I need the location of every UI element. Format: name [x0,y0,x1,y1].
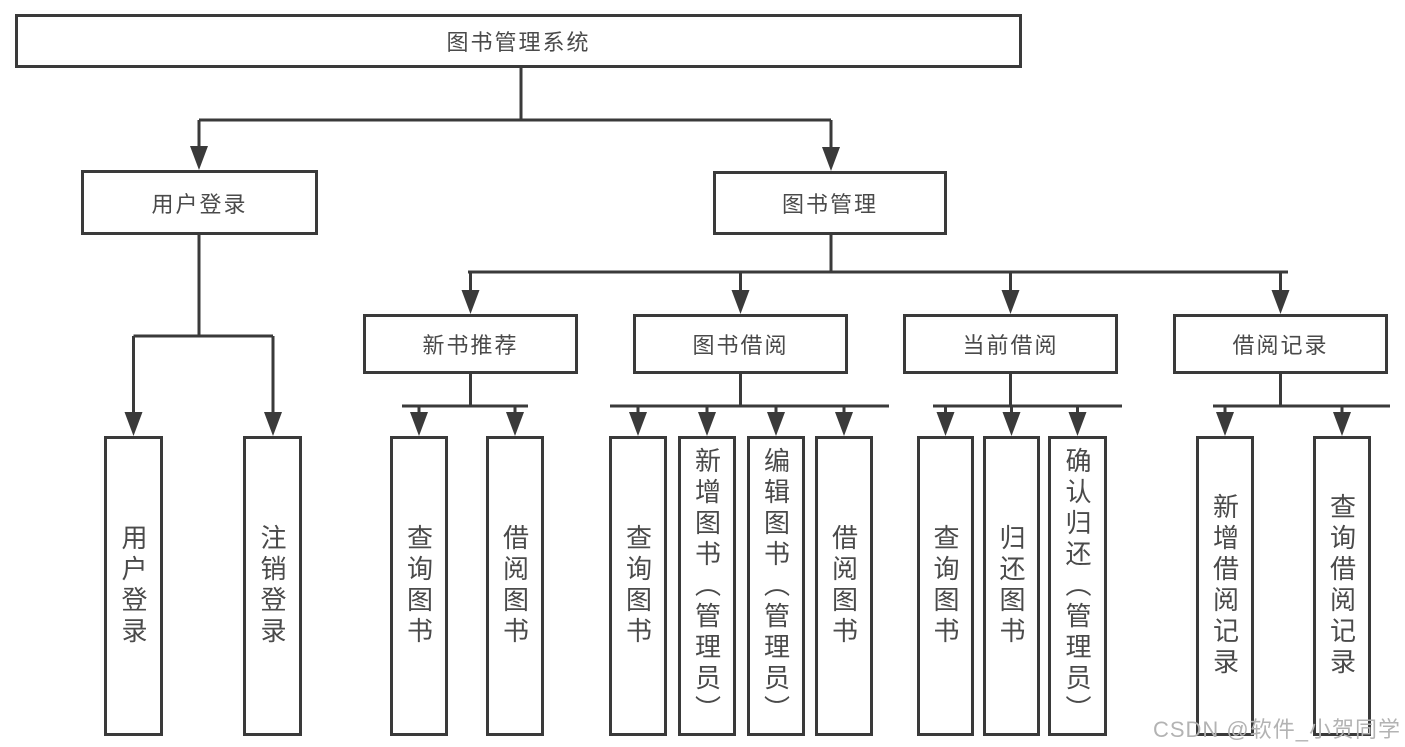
connector-book-management-children [461,235,1290,314]
connector-current-borrow-children [933,374,1122,436]
arrow-down-icon [1333,412,1351,436]
leaf-query-books-borrow: 查询图书 [609,436,667,736]
leaf-borrow-books: 借阅图书 [815,436,873,736]
node-book-management: 图书管理 [713,171,947,235]
node-current-borrow: 当前借阅 [903,314,1118,374]
leaf-add-borrow-record: 新增借阅记录 [1196,436,1254,736]
arrow-down-icon [731,290,750,314]
arrow-down-icon [461,290,480,314]
leaf-return-books: 归还图书 [983,436,1040,736]
node-book-borrow: 图书借阅 [633,314,848,374]
leaf-logout: 注销登录 [243,436,302,736]
arrow-down-icon [835,412,853,436]
leaf-query-borrow-record: 查询借阅记录 [1313,436,1371,736]
arrow-down-icon [1002,412,1021,436]
leaf-add-book-admin: 新增图书（管理员） [678,436,736,736]
arrow-down-icon [629,412,647,436]
arrow-down-icon [506,412,524,436]
connector-new-book-recommend-children [402,374,528,436]
connector-user-login-children [124,235,282,436]
arrow-down-icon [767,412,785,436]
leaf-user-login: 用户登录 [104,436,163,736]
arrow-down-icon [410,412,428,436]
arrow-down-icon [124,412,143,436]
connector-book-borrow-children [610,374,889,436]
arrow-down-icon [822,147,840,171]
leaf-borrow-books-recommend: 借阅图书 [486,436,544,736]
watermark: CSDN @软件_小贺同学 [1152,717,1401,742]
arrow-down-icon [936,412,955,436]
arrow-down-icon [1068,412,1087,436]
connector-borrow-records-children [1213,374,1390,436]
node-new-book-recommend: 新书推荐 [363,314,578,374]
node-root: 图书管理系统 [15,14,1022,68]
leaf-edit-book-admin: 编辑图书（管理员） [747,436,805,736]
arrow-down-icon [1271,290,1290,314]
arrow-down-icon [1001,290,1020,314]
connector-root-to-level2 [190,68,840,171]
arrow-down-icon [264,412,282,436]
node-borrow-records: 借阅记录 [1173,314,1388,374]
arrow-down-icon [698,412,716,436]
leaf-query-books-current: 查询图书 [917,436,974,736]
arrow-down-icon [190,146,208,170]
leaf-confirm-return-admin: 确认归还（管理员） [1048,436,1107,736]
leaf-query-books-recommend: 查询图书 [390,436,448,736]
node-user-login: 用户登录 [81,170,318,235]
arrow-down-icon [1216,412,1234,436]
